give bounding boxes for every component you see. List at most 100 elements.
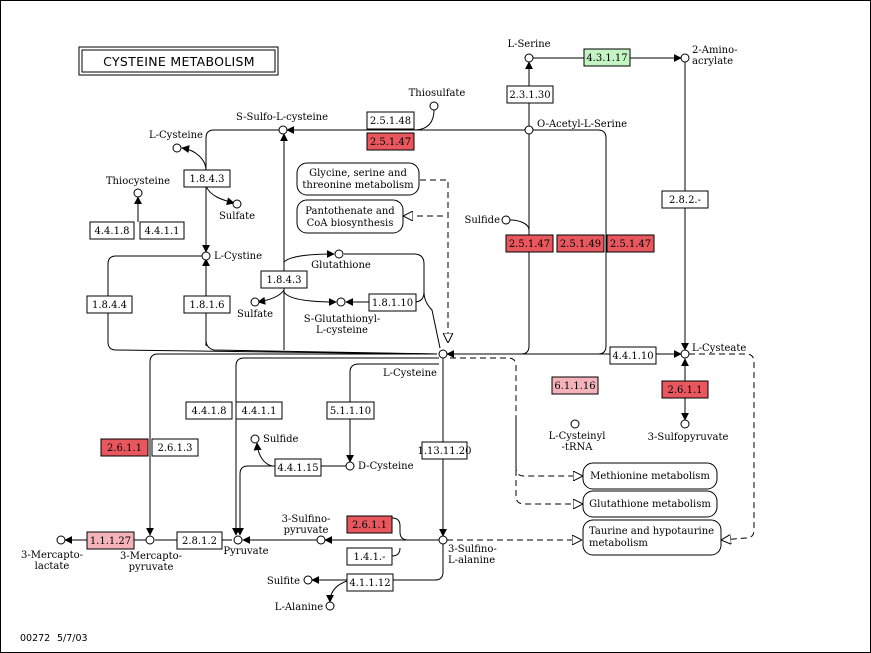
compound-sulfide-top[interactable]: Sulfide xyxy=(465,215,511,226)
compound-node-circle[interactable] xyxy=(501,215,511,225)
enzyme-box[interactable] xyxy=(421,441,468,460)
compound-pyruvate[interactable]: Pyruvate xyxy=(223,535,269,557)
compound-node-circle[interactable] xyxy=(325,601,335,611)
enzyme-box[interactable] xyxy=(606,234,655,253)
enzyme-ec-4-4-1-1-a[interactable]: 4.4.1.1 xyxy=(139,221,185,240)
enzyme-ec-2-5-1-48[interactable]: 2.5.1.48 xyxy=(366,111,415,130)
enzyme-ec-2-6-1-3[interactable]: 2.6.1.3 xyxy=(151,438,199,457)
enzyme-ec-2-8-1-2[interactable]: 2.8.1.2 xyxy=(176,531,223,550)
enzyme-box[interactable] xyxy=(183,169,231,188)
compound-node-circle[interactable] xyxy=(233,535,243,545)
enzyme-box[interactable] xyxy=(346,515,393,534)
enzyme-ec-4-4-1-1-b[interactable]: 4.4.1.1 xyxy=(235,401,283,420)
compound-node-circle[interactable] xyxy=(303,575,313,585)
enzyme-box[interactable] xyxy=(89,221,135,240)
enzyme-ec-2-6-1-1-b[interactable]: 2.6.1.1 xyxy=(100,438,149,457)
enzyme-box[interactable] xyxy=(368,293,417,312)
compound-node-circle[interactable] xyxy=(570,419,580,429)
enzyme-ec-2-6-1-1-a[interactable]: 2.6.1.1 xyxy=(661,380,709,399)
enzyme-ec-6-1-1-16[interactable]: 6.1.1.16 xyxy=(551,376,599,395)
enzyme-ec-1-8-4-4[interactable]: 1.8.4.4 xyxy=(86,295,133,314)
enzyme-ec-1-8-1-6[interactable]: 1.8.1.6 xyxy=(183,295,231,314)
compound-node-circle[interactable] xyxy=(250,297,260,307)
compound-node-circle[interactable] xyxy=(250,434,260,444)
enzyme-ec-2-3-1-30[interactable]: 2.3.1.30 xyxy=(506,85,554,104)
compound-node-circle[interactable] xyxy=(201,251,211,261)
compound-node-circle[interactable] xyxy=(524,125,534,135)
enzyme-ec-2-5-1-49[interactable]: 2.5.1.49 xyxy=(556,234,605,253)
enzyme-box[interactable] xyxy=(661,190,709,209)
compound-l-cystine[interactable]: L-Cystine xyxy=(201,251,262,262)
compound-sulfate-2[interactable]: Sulfate xyxy=(237,297,273,320)
compound-thiocysteine[interactable]: Thiocysteine xyxy=(106,176,170,198)
compound-s-sulfo-l-cysteine[interactable]: S-Sulfo-L-cysteine xyxy=(236,112,328,135)
enzyme-box[interactable] xyxy=(185,401,233,420)
compound-node-circle[interactable] xyxy=(172,143,182,153)
enzyme-ec-4-4-1-8-a[interactable]: 4.4.1.8 xyxy=(89,221,135,240)
enzyme-ec-2-6-1-1-c[interactable]: 2.6.1.1 xyxy=(346,515,393,534)
enzyme-box[interactable] xyxy=(505,234,554,253)
compound-d-cysteine[interactable]: D-Cysteine xyxy=(345,461,414,472)
enzyme-box[interactable] xyxy=(346,547,393,566)
enzyme-box[interactable] xyxy=(260,270,308,289)
enzyme-ec-4-4-1-10[interactable]: 4.4.1.10 xyxy=(609,346,657,365)
compound-l-cysteinyl-trna[interactable]: L-Cysteinyl-tRNA xyxy=(549,419,606,453)
enzyme-ec-1-8-1-10[interactable]: 1.8.1.10 xyxy=(368,293,417,312)
compound-3-sulfopyruvate[interactable]: 3-Sulfopyruvate xyxy=(648,419,729,443)
compound-l-cysteine-top[interactable]: L-Cysteine xyxy=(149,130,203,153)
pathway-link-methionine[interactable]: Methionine metabolism xyxy=(582,462,718,490)
enzyme-ec-2-5-1-47-c[interactable]: 2.5.1.47 xyxy=(606,234,655,253)
enzyme-ec-2-5-1-47-a[interactable]: 2.5.1.47 xyxy=(366,132,415,151)
compound-node-circle[interactable] xyxy=(680,53,690,63)
enzyme-box[interactable] xyxy=(86,531,135,550)
compound-node-circle[interactable] xyxy=(232,199,242,209)
compound-node-circle[interactable] xyxy=(438,535,448,545)
compound-node-circle[interactable] xyxy=(316,535,326,545)
compound-node-circle[interactable] xyxy=(133,188,143,198)
compound-thiosulfate[interactable]: Thiosulfate xyxy=(409,88,466,111)
enzyme-ec-4-4-1-8-b[interactable]: 4.4.1.8 xyxy=(185,401,233,420)
enzyme-ec-2-8-2[interactable]: 2.8.2.- xyxy=(661,190,709,209)
enzyme-box[interactable] xyxy=(609,346,657,365)
enzyme-ec-1-4-1[interactable]: 1.4.1.- xyxy=(346,547,393,566)
compound-sulfate-1[interactable]: Sulfate xyxy=(219,199,255,222)
enzyme-box[interactable] xyxy=(86,295,133,314)
compound-node-circle[interactable] xyxy=(680,349,690,359)
enzyme-ec-5-1-1-10[interactable]: 5.1.1.10 xyxy=(326,401,375,420)
compound-glutathione[interactable]: Glutathione xyxy=(311,249,371,271)
compound-node-circle[interactable] xyxy=(345,461,355,471)
enzyme-box[interactable] xyxy=(235,401,283,420)
compound-node-circle[interactable] xyxy=(334,249,344,259)
enzyme-ec-2-5-1-47-b[interactable]: 2.5.1.47 xyxy=(505,234,554,253)
enzyme-box[interactable] xyxy=(139,221,185,240)
enzyme-box[interactable] xyxy=(183,295,231,314)
compound-node-circle[interactable] xyxy=(56,535,66,545)
compound-sulfite[interactable]: Sulfite xyxy=(267,575,313,587)
compound-o-acetyl-l-serine[interactable]: O-Acetyl-L-Serine xyxy=(524,119,627,135)
compound-node-circle[interactable] xyxy=(438,349,448,359)
compound-node-circle[interactable] xyxy=(145,535,155,545)
enzyme-box[interactable] xyxy=(556,234,605,253)
compound-3-mercaptolactate[interactable]: 3-Mercapto-lactate xyxy=(21,535,83,572)
compound-3-sulfinopyruvate[interactable]: 3-Sulfino-pyruvate xyxy=(282,514,331,545)
compound-l-alanine[interactable]: L-Alanine xyxy=(275,601,335,613)
compound-3-mercaptopyruvate[interactable]: 3-Mercapto-pyruvate xyxy=(120,535,182,573)
compound-s-glutathionyl-l-cysteine[interactable]: S-Glutathionyl-L-cysteine xyxy=(304,297,381,336)
enzyme-box[interactable] xyxy=(551,376,599,395)
enzyme-ec-1-8-4-3-a[interactable]: 1.8.4.3 xyxy=(183,169,231,188)
enzyme-box[interactable] xyxy=(661,380,709,399)
enzyme-ec-4-3-1-17[interactable]: 4.3.1.17 xyxy=(583,48,631,67)
enzyme-box[interactable] xyxy=(346,573,394,592)
enzyme-box[interactable] xyxy=(274,458,322,477)
enzyme-ec-1-8-4-3-b[interactable]: 1.8.4.3 xyxy=(260,270,308,289)
enzyme-box[interactable] xyxy=(151,438,199,457)
enzyme-box[interactable] xyxy=(506,85,554,104)
compound-l-serine[interactable]: L-Serine xyxy=(507,39,551,63)
enzyme-box[interactable] xyxy=(366,132,415,151)
compound-2-amino-acrylate[interactable]: 2-Amino-acrylate xyxy=(680,45,737,67)
compound-node-circle[interactable] xyxy=(278,125,288,135)
compound-l-cysteine-center[interactable]: L-Cysteine xyxy=(383,349,448,379)
